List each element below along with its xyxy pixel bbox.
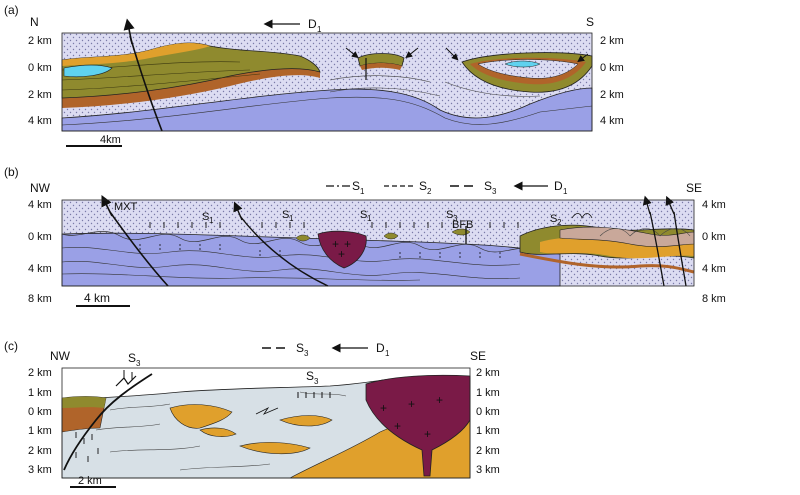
panel-c-left-tick: 3 km [28,464,52,476]
panel-a-right-tick: 2 km [600,89,624,101]
panel-b: (b) NW SE S 1 S 2 S 3 D 1 [4,165,726,306]
svg-text:S: S [419,179,427,193]
legend-d1-arrow: D 1 [336,341,390,358]
panel-a: (a) N S D 1 [4,3,624,146]
panel-c-right-tick: 1 km [476,387,500,399]
svg-text:S: S [128,351,136,365]
panel-c-legend: S 3 D 1 [262,341,390,358]
panel-c-right-tick: 2 km [476,367,500,379]
granite-cross: + [436,393,443,407]
svg-text:3: 3 [314,377,319,386]
panel-b-right-tick: 0 km [702,231,726,243]
svg-text:2: 2 [557,218,562,227]
panel-a-d1-label: D [308,17,317,31]
panel-a-right-tick: 4 km [600,115,624,127]
panel-c: (c) NW SE S 3 D 1 [4,339,500,487]
panel-a-right-direction: S [586,15,594,29]
granite-cross: + [394,419,401,433]
panel-a-left-tick: 4 km [28,115,52,127]
svg-text:S: S [296,341,304,355]
granite-cross: + [424,427,431,441]
panel-b-right-tick: 4 km [702,199,726,211]
panel-a-left-depth-axis: 2 km 0 km 2 km 4 km [28,35,52,127]
svg-text:D: D [376,341,385,355]
panel-c-left-tick: 2 km [28,445,52,457]
panel-a-left-tick: 0 km [28,62,52,74]
panel-c-right-tick: 1 km [476,425,500,437]
panel-a-section [62,24,592,131]
panel-b-left-direction: NW [30,181,51,195]
panel-c-section: + + + + + [62,368,470,478]
panel-a-left-direction: N [30,15,39,29]
panel-c-left-tick: 1 km [28,425,52,437]
panel-c-right-tick: 0 km [476,406,500,418]
svg-text:S: S [484,179,492,193]
granite-cross: + [344,237,351,251]
svg-text:S: S [306,369,314,383]
panel-c-right-tick: 3 km [476,464,500,476]
svg-text:1: 1 [360,187,365,196]
panel-c-left-tick: 1 km [28,387,52,399]
panel-b-left-tick: 4 km [28,263,52,275]
legend-d1-arrow: D 1 [518,179,568,196]
panel-a-left-tick: 2 km [28,89,52,101]
panel-c-left-depth-axis: 2 km 1 km 0 km 1 km 2 km 3 km [28,367,52,476]
panel-b-right-direction: SE [686,181,702,195]
panel-b-section: + + + [62,200,694,286]
panel-a-letter: (a) [4,3,19,17]
svg-text:3: 3 [136,359,141,368]
panel-c-letter: (c) [4,339,18,353]
panel-c-left-direction: NW [50,349,71,363]
cleavage-label: S 3 [128,351,141,368]
legend-s3: S 3 [262,341,309,358]
panel-b-legend: S 1 S 2 S 3 D 1 [326,179,568,196]
panel-c-right-tick: 2 km [476,445,500,457]
panel-b-scale-bar: 4 km [76,291,130,306]
panel-b-left-tick: 8 km [28,293,52,305]
legend-s2: S 2 [384,179,432,196]
panel-a-d1-arrow: D 1 [268,17,322,34]
panel-c-right-direction: SE [470,349,486,363]
panel-c-right-depth-axis: 2 km 1 km 0 km 1 km 2 km 3 km [476,367,500,476]
svg-text:S: S [352,179,360,193]
panel-b-left-depth-axis: 4 km 0 km 4 km 8 km [28,199,52,305]
panel-a-left-tick: 2 km [28,35,52,47]
svg-text:3: 3 [492,187,497,196]
svg-text:1: 1 [209,216,214,225]
svg-text:1: 1 [289,214,294,223]
legend-s3: S 3 [450,179,497,196]
granite-cross: + [338,247,345,261]
panel-b-right-depth-axis: 4 km 0 km 4 km 8 km [702,199,726,305]
svg-text:1: 1 [367,214,372,223]
panel-b-left-tick: 4 km [28,199,52,211]
panel-a-right-tick: 2 km [600,35,624,47]
svg-text:2: 2 [427,187,432,196]
svg-text:1: 1 [385,349,390,358]
panel-a-right-tick: 0 km [600,62,624,74]
fault-label-mxt: MXT [114,201,138,213]
panel-b-letter: (b) [4,165,19,179]
svg-text:1: 1 [563,187,568,196]
panel-b-right-tick: 4 km [702,263,726,275]
svg-text:D: D [554,179,563,193]
svg-text:3: 3 [453,214,458,223]
panel-b-scale-label: 4 km [84,291,110,305]
panel-a-right-depth-axis: 2 km 0 km 2 km 4 km [600,35,624,127]
panel-c-left-tick: 2 km [28,367,52,379]
legend-s1: S 1 [326,179,365,196]
granite-cross: + [380,401,387,415]
panel-a-scale-label: 4km [100,134,121,146]
panel-c-scale-label: 2 km [78,475,102,487]
panel-a-scale-bar: 4km [66,134,122,146]
granite-cross: + [408,397,415,411]
panel-b-right-tick: 8 km [702,293,726,305]
svg-text:3: 3 [304,349,309,358]
panel-c-left-tick: 0 km [28,406,52,418]
panel-b-left-tick: 0 km [28,231,52,243]
